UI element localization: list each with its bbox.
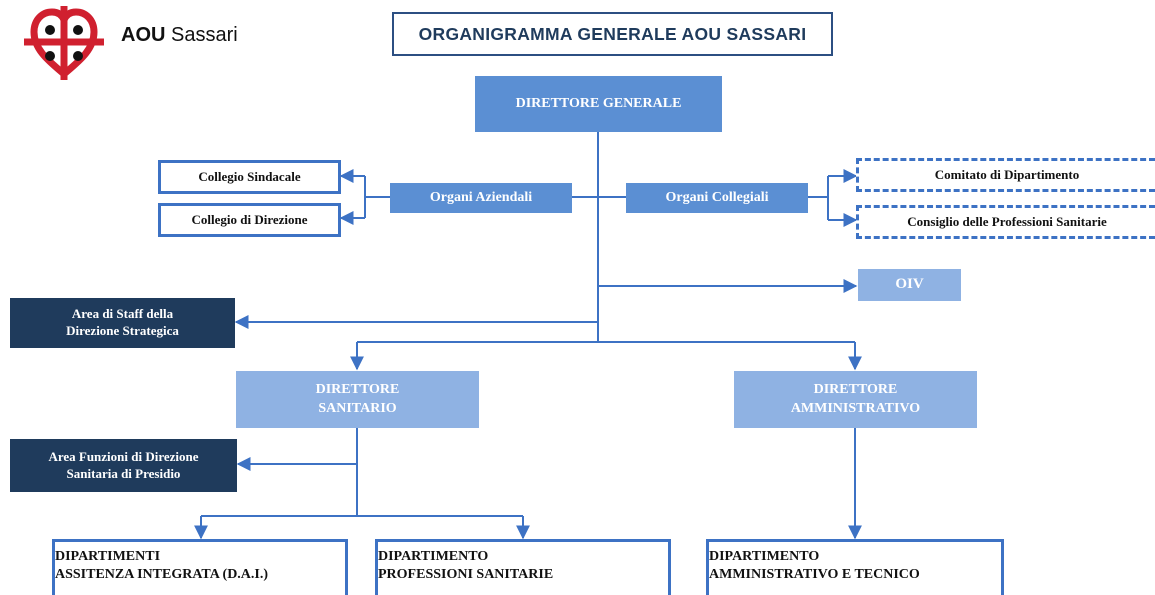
node-dipartimento-amministrativo-line2: AMMINISTRATIVO E TECNICO (709, 567, 920, 583)
node-area-funzioni-line2: Sanitaria di Presidio (66, 465, 181, 481)
node-direttore-amministrativo: DIRETTORE AMMINISTRATIVO (734, 371, 977, 428)
organization-name: AOU Sassari (121, 24, 238, 46)
node-area-staff-line1: Area di Staff della (71, 306, 174, 322)
chart-title: ORGANIGRAMMA GENERALE AOU SASSARI (392, 12, 833, 56)
node-direttore-amministrativo-line1: DIRETTORE (813, 382, 898, 398)
node-area-staff-line2: Direzione Strategica (66, 323, 179, 338)
node-dipartimenti-dai-line1: DIPARTIMENTI (55, 549, 161, 564)
node-oiv: OIV (858, 269, 961, 301)
node-dipartimento-professioni: DIPARTIMENTO PROFESSIONI SANITARIE (375, 539, 671, 595)
node-direttore-amministrativo-line2: AMMINISTRATIVO (790, 400, 921, 416)
node-collegio-direzione: Collegio di Direzione (158, 203, 341, 237)
node-dipartimenti-dai-line2: ASSITENZA INTEGRATA (D.A.I.) (55, 567, 269, 583)
node-consiglio-professioni-sanitarie: Consiglio delle Professioni Sanitarie (856, 205, 1155, 239)
node-direttore-generale: DIRETTORE GENERALE (475, 76, 722, 132)
node-dipartimento-amministrativo-line1: DIPARTIMENTO (709, 549, 820, 564)
node-dipartimento-professioni-line1: DIPARTIMENTO (378, 549, 489, 564)
node-dipartimenti-dai: DIPARTIMENTI ASSITENZA INTEGRATA (D.A.I.… (52, 539, 348, 595)
node-collegio-sindacale: Collegio Sindacale (158, 160, 341, 194)
aou-sassari-logo-icon (24, 6, 104, 80)
node-area-staff: Area di Staff della Direzione Strategica (10, 298, 235, 348)
node-area-funzioni: Area Funzioni di Direzione Sanitaria di … (10, 439, 237, 492)
node-dipartimento-professioni-line2: PROFESSIONI SANITARIE (378, 567, 554, 583)
node-direttore-sanitario: DIRETTORE SANITARIO (236, 371, 479, 428)
node-area-funzioni-line1: Area Funzioni di Direzione (48, 448, 199, 464)
node-organi-aziendali: Organi Aziendali (390, 183, 572, 213)
node-comitato-dipartimento: Comitato di Dipartimento (856, 158, 1155, 192)
node-direttore-sanitario-line1: DIRETTORE (315, 382, 400, 398)
node-organi-collegiali: Organi Collegiali (626, 183, 808, 213)
node-dipartimento-amministrativo: DIPARTIMENTO AMMINISTRATIVO E TECNICO (706, 539, 1004, 595)
node-direttore-sanitario-line2: SANITARIO (318, 400, 397, 416)
